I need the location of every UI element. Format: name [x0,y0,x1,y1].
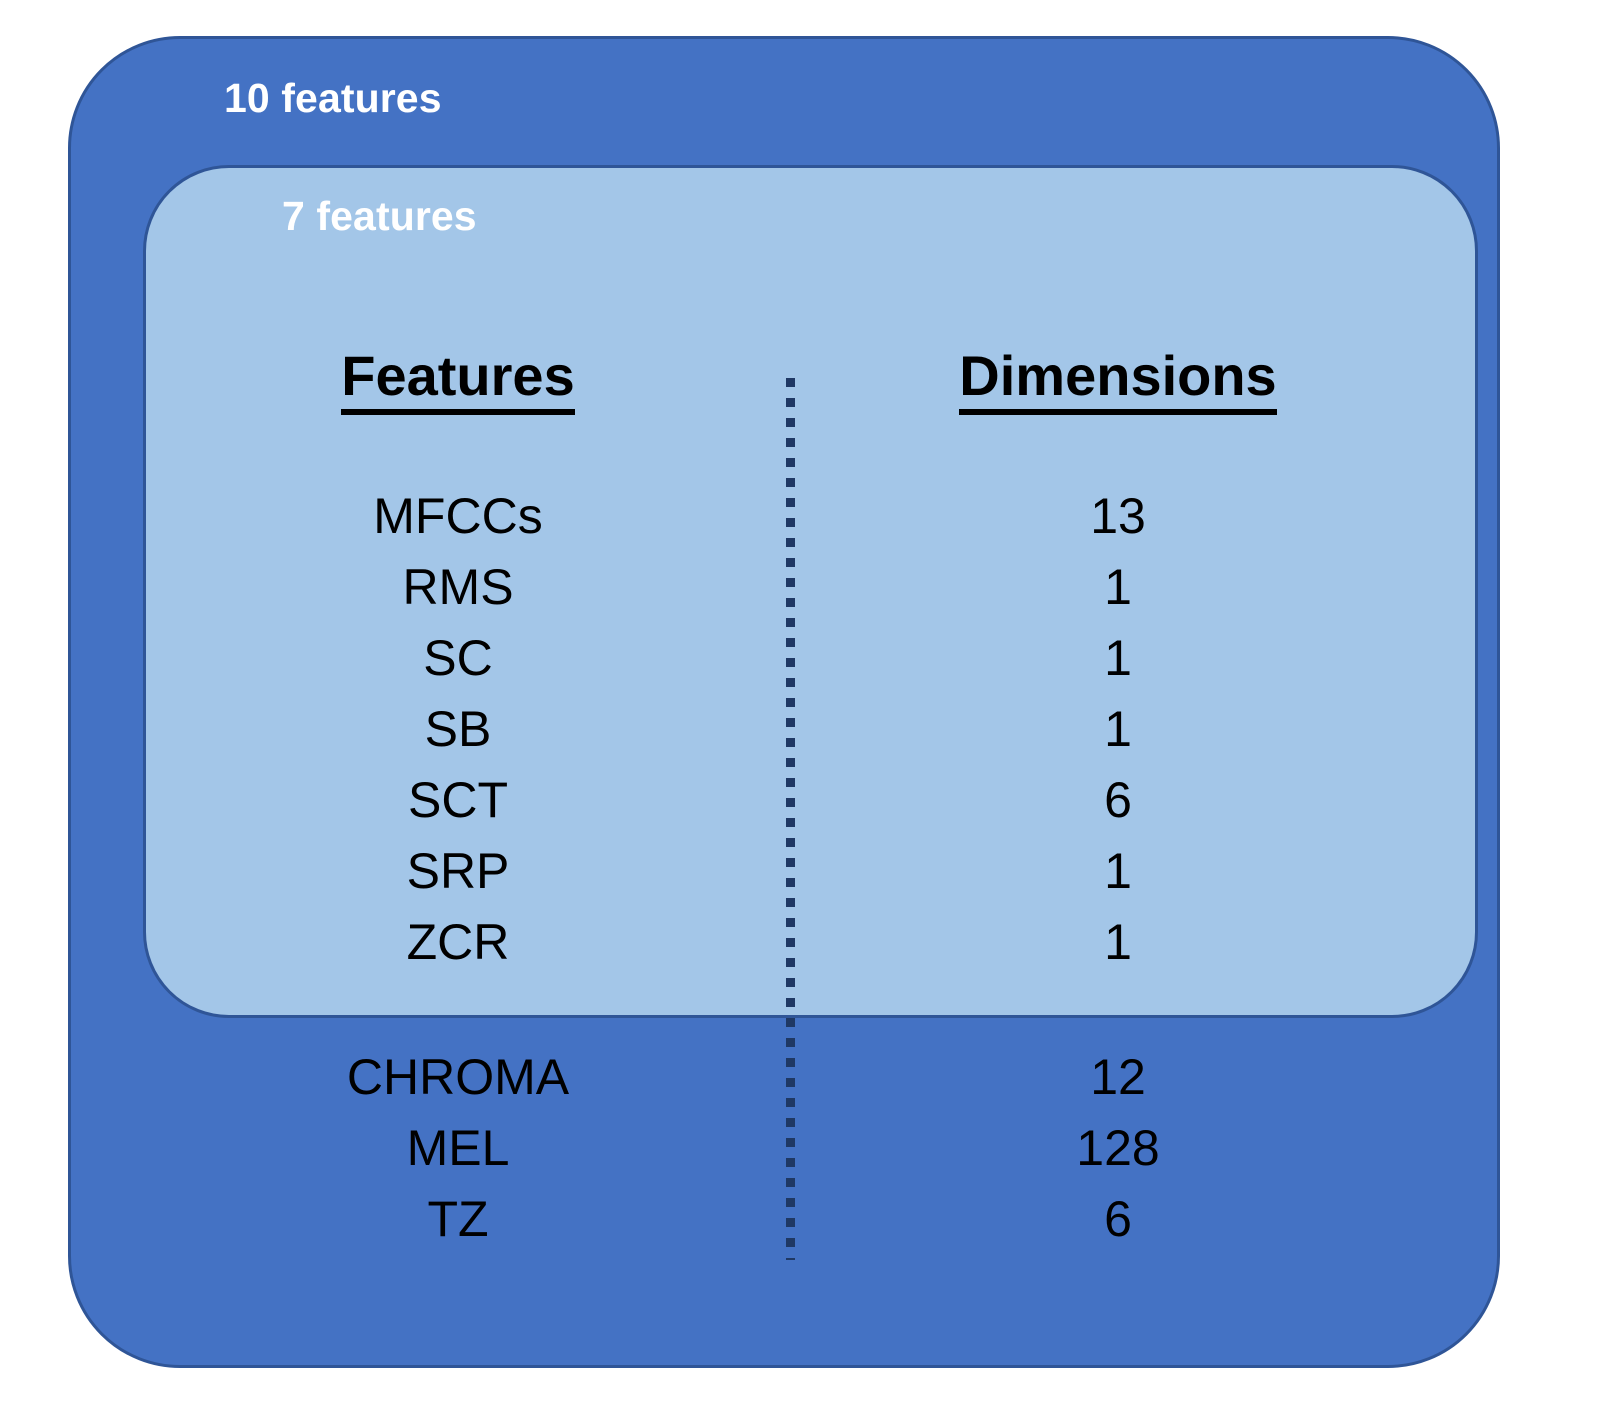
feature-name: RMS [402,559,514,615]
inner-feature-group-box [143,165,1478,1018]
feature-name: SB [424,701,492,757]
feature-dimension: 6 [1104,772,1132,828]
feature-name: CHROMA [346,1049,570,1105]
feature-dimension: 6 [1104,1191,1132,1247]
feature-dimension: 1 [1104,843,1132,899]
feature-dimension: 1 [1104,630,1132,686]
feature-dimension: 1 [1104,559,1132,615]
feature-dimension: 13 [1090,488,1146,544]
feature-name: SCT [408,772,508,828]
outer-group-caption: 10 features [224,75,442,121]
column-header-dimensions: Dimensions [918,348,1318,415]
feature-name: SRP [406,843,510,899]
feature-dimension: 128 [1076,1120,1160,1176]
feature-dimension: 12 [1090,1049,1146,1105]
inner-group-caption: 7 features [282,193,477,239]
feature-dimension: 1 [1104,914,1132,970]
feature-name: MEL [406,1120,510,1176]
column-header-dimensions-label: Dimensions [959,348,1277,415]
feature-name: TZ [427,1191,489,1247]
feature-name: MFCCs [373,488,543,544]
feature-name: ZCR [406,914,510,970]
column-divider [786,378,795,1260]
column-header-features-label: Features [341,348,575,415]
feature-dimension: 1 [1104,701,1132,757]
column-header-features: Features [258,348,658,415]
feature-name: SC [423,630,493,686]
